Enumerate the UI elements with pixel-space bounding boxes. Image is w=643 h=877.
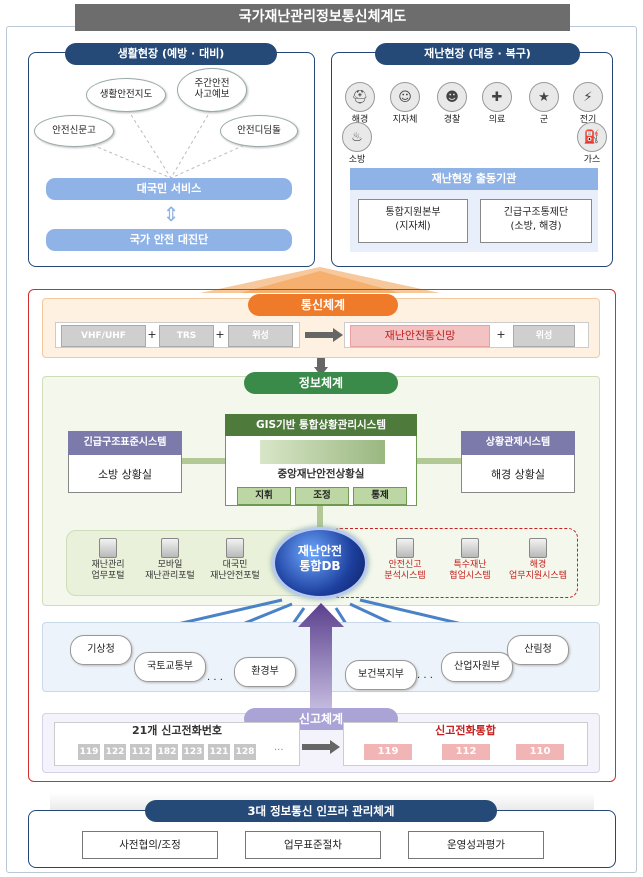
server-icon bbox=[529, 538, 547, 558]
national-diagnosis-bar: 국가 안전 대진단 bbox=[46, 229, 292, 251]
situation-room-image bbox=[260, 440, 385, 464]
police-hat-icon: ⛑ bbox=[345, 82, 375, 112]
safety-report-analysis: 안전신고 분석시스템 bbox=[370, 538, 440, 583]
central-situation-room: 중앙재난안전상황실 bbox=[277, 468, 365, 480]
satellite-chip-2: 위성 bbox=[513, 325, 575, 347]
right-arrow-icon bbox=[302, 740, 340, 754]
life-oval-safety-report: 안전신문고 bbox=[34, 115, 114, 147]
agency-industry: 산업자원부 bbox=[441, 652, 513, 682]
agency-forest: 산림청 bbox=[507, 635, 569, 665]
up-down-arrow-icon: ⇕ bbox=[162, 202, 180, 226]
firefighter-icon: ♨ bbox=[342, 122, 372, 152]
mobile-disaster-portal: 모바일 재난관리포털 bbox=[135, 538, 205, 583]
num-int-112: 112 bbox=[442, 744, 490, 760]
vhf-uhf-chip: VHF/UHF bbox=[61, 325, 146, 347]
plus-sign: + bbox=[496, 328, 506, 341]
special-disaster-collab: 특수재난 협업시스템 bbox=[435, 538, 505, 583]
command-chip: 지휘 bbox=[237, 487, 291, 505]
integrated-report-title: 신고전화통합 bbox=[435, 724, 496, 737]
lightning-icon: ⚡ bbox=[573, 82, 603, 112]
coordination-chip: 조정 bbox=[295, 487, 349, 505]
satellite-chip: 위성 bbox=[228, 325, 293, 347]
report-up-arrow-icon bbox=[298, 603, 344, 720]
emergency-rescue-system-head: 긴급구조표준시스템 bbox=[68, 431, 182, 455]
agency-environment: 환경부 bbox=[234, 657, 296, 687]
right-arrow-icon bbox=[305, 328, 343, 342]
num-112: 112 bbox=[130, 744, 152, 760]
up-arrow-to-field-icon bbox=[200, 267, 440, 293]
ellipsis: · · · bbox=[417, 673, 433, 684]
coastguard-situation-room: 해경 상황실 bbox=[490, 468, 546, 481]
situation-control-system-head: 상황관제시스템 bbox=[461, 431, 575, 455]
disaster-header: 재난현장 (대응 · 복구) bbox=[375, 43, 580, 65]
server-icon bbox=[396, 538, 414, 558]
num-182: 182 bbox=[156, 744, 178, 760]
num-int-119: 119 bbox=[364, 744, 412, 760]
agency-medical: ✚ 의료 bbox=[477, 82, 517, 125]
life-oval-weekly-forecast: 주간안전 사고예보 bbox=[177, 68, 247, 112]
agency-military: ★ 군 bbox=[524, 82, 564, 125]
pre-consultation-chip: 사전협의/조정 bbox=[82, 831, 218, 859]
integrated-db-sphere bbox=[272, 527, 368, 599]
server-icon bbox=[99, 538, 117, 558]
information-header: 정보체계 bbox=[244, 372, 398, 394]
integrated-db-label: 재난안전 통합DB bbox=[297, 544, 343, 573]
agency-kma: 기상청 bbox=[70, 635, 132, 665]
gas-icon: ⛽ bbox=[577, 122, 607, 152]
num-128: 128 bbox=[234, 744, 256, 760]
life-connector-lines bbox=[75, 109, 261, 179]
communication-header: 통신체계 bbox=[248, 294, 398, 316]
fire-situation-room: 소방 상황실 bbox=[97, 468, 153, 481]
num-119: 119 bbox=[78, 744, 100, 760]
coastguard-support: 해경 업무지원시스템 bbox=[500, 538, 576, 583]
dispatch-header: 재난현장 출동기관 bbox=[350, 168, 598, 190]
plus-sign: + bbox=[147, 328, 157, 341]
agency-health: 보건복지부 bbox=[345, 660, 417, 690]
down-arrow-icon bbox=[314, 358, 328, 376]
work-standard-chip: 업무표준절차 bbox=[245, 831, 381, 859]
trs-chip: TRS bbox=[159, 325, 214, 347]
agency-fire: ♨ 소방 bbox=[337, 122, 377, 165]
agency-police: ☻ 경찰 bbox=[432, 82, 472, 125]
plus-sign: + bbox=[215, 328, 225, 341]
life-oval-safety-stepstone: 안전디딤돌 bbox=[220, 115, 298, 147]
public-safety-portal: 대국민 재난안전포털 bbox=[200, 538, 270, 583]
ambulance-icon: ✚ bbox=[482, 82, 512, 112]
agency-electric: ⚡ 전기 bbox=[568, 82, 608, 125]
public-service-bar: 대국민 서비스 bbox=[46, 178, 292, 200]
agency-coastguard: ⛑ 해경 bbox=[340, 82, 380, 125]
performance-eval-chip: 운영성과평가 bbox=[408, 831, 544, 859]
agency-molit: 국토교통부 bbox=[134, 652, 206, 682]
more-numbers: ··· bbox=[274, 745, 284, 756]
num-121: 121 bbox=[208, 744, 230, 760]
emergency-rescue-command: 긴급구조통제단 (소방, 해경) bbox=[480, 199, 592, 243]
disaster-mgmt-portal: 재난관리 업무포털 bbox=[78, 538, 138, 583]
agency-local-gov: ☺ 지자체 bbox=[385, 82, 425, 125]
agency-gas: ⛽ 가스 bbox=[572, 122, 612, 165]
num-123: 123 bbox=[182, 744, 204, 760]
core-system-frame bbox=[28, 289, 616, 782]
police-icon: ☻ bbox=[437, 82, 467, 112]
integrated-support-hq: 통합지원본부 (지자체) bbox=[358, 199, 468, 243]
control-chip: 통제 bbox=[353, 487, 407, 505]
server-icon bbox=[226, 538, 244, 558]
infra-header: 3대 정보통신 인프라 관리체계 bbox=[145, 800, 497, 822]
ellipsis: · · · bbox=[207, 675, 223, 686]
gis-db-connector bbox=[317, 505, 323, 535]
official-icon: ☺ bbox=[390, 82, 420, 112]
gis-system-head: GIS기반 통합상황관리시스템 bbox=[225, 414, 417, 436]
life-oval-safety-map: 생활안전지도 bbox=[86, 78, 166, 112]
disaster-safety-network-chip: 재난안전통신망 bbox=[350, 325, 490, 347]
num-int-110: 110 bbox=[516, 744, 564, 760]
num-122: 122 bbox=[104, 744, 126, 760]
soldier-icon: ★ bbox=[529, 82, 559, 112]
life-header: 생활현장 (예방 · 대비) bbox=[65, 43, 277, 65]
server-icon bbox=[161, 538, 179, 558]
server-icon bbox=[461, 538, 479, 558]
report-numbers-title: 21개 신고전화번호 bbox=[132, 724, 222, 737]
diagram-title: 국가재난관리정보통신체계도 bbox=[75, 4, 570, 31]
